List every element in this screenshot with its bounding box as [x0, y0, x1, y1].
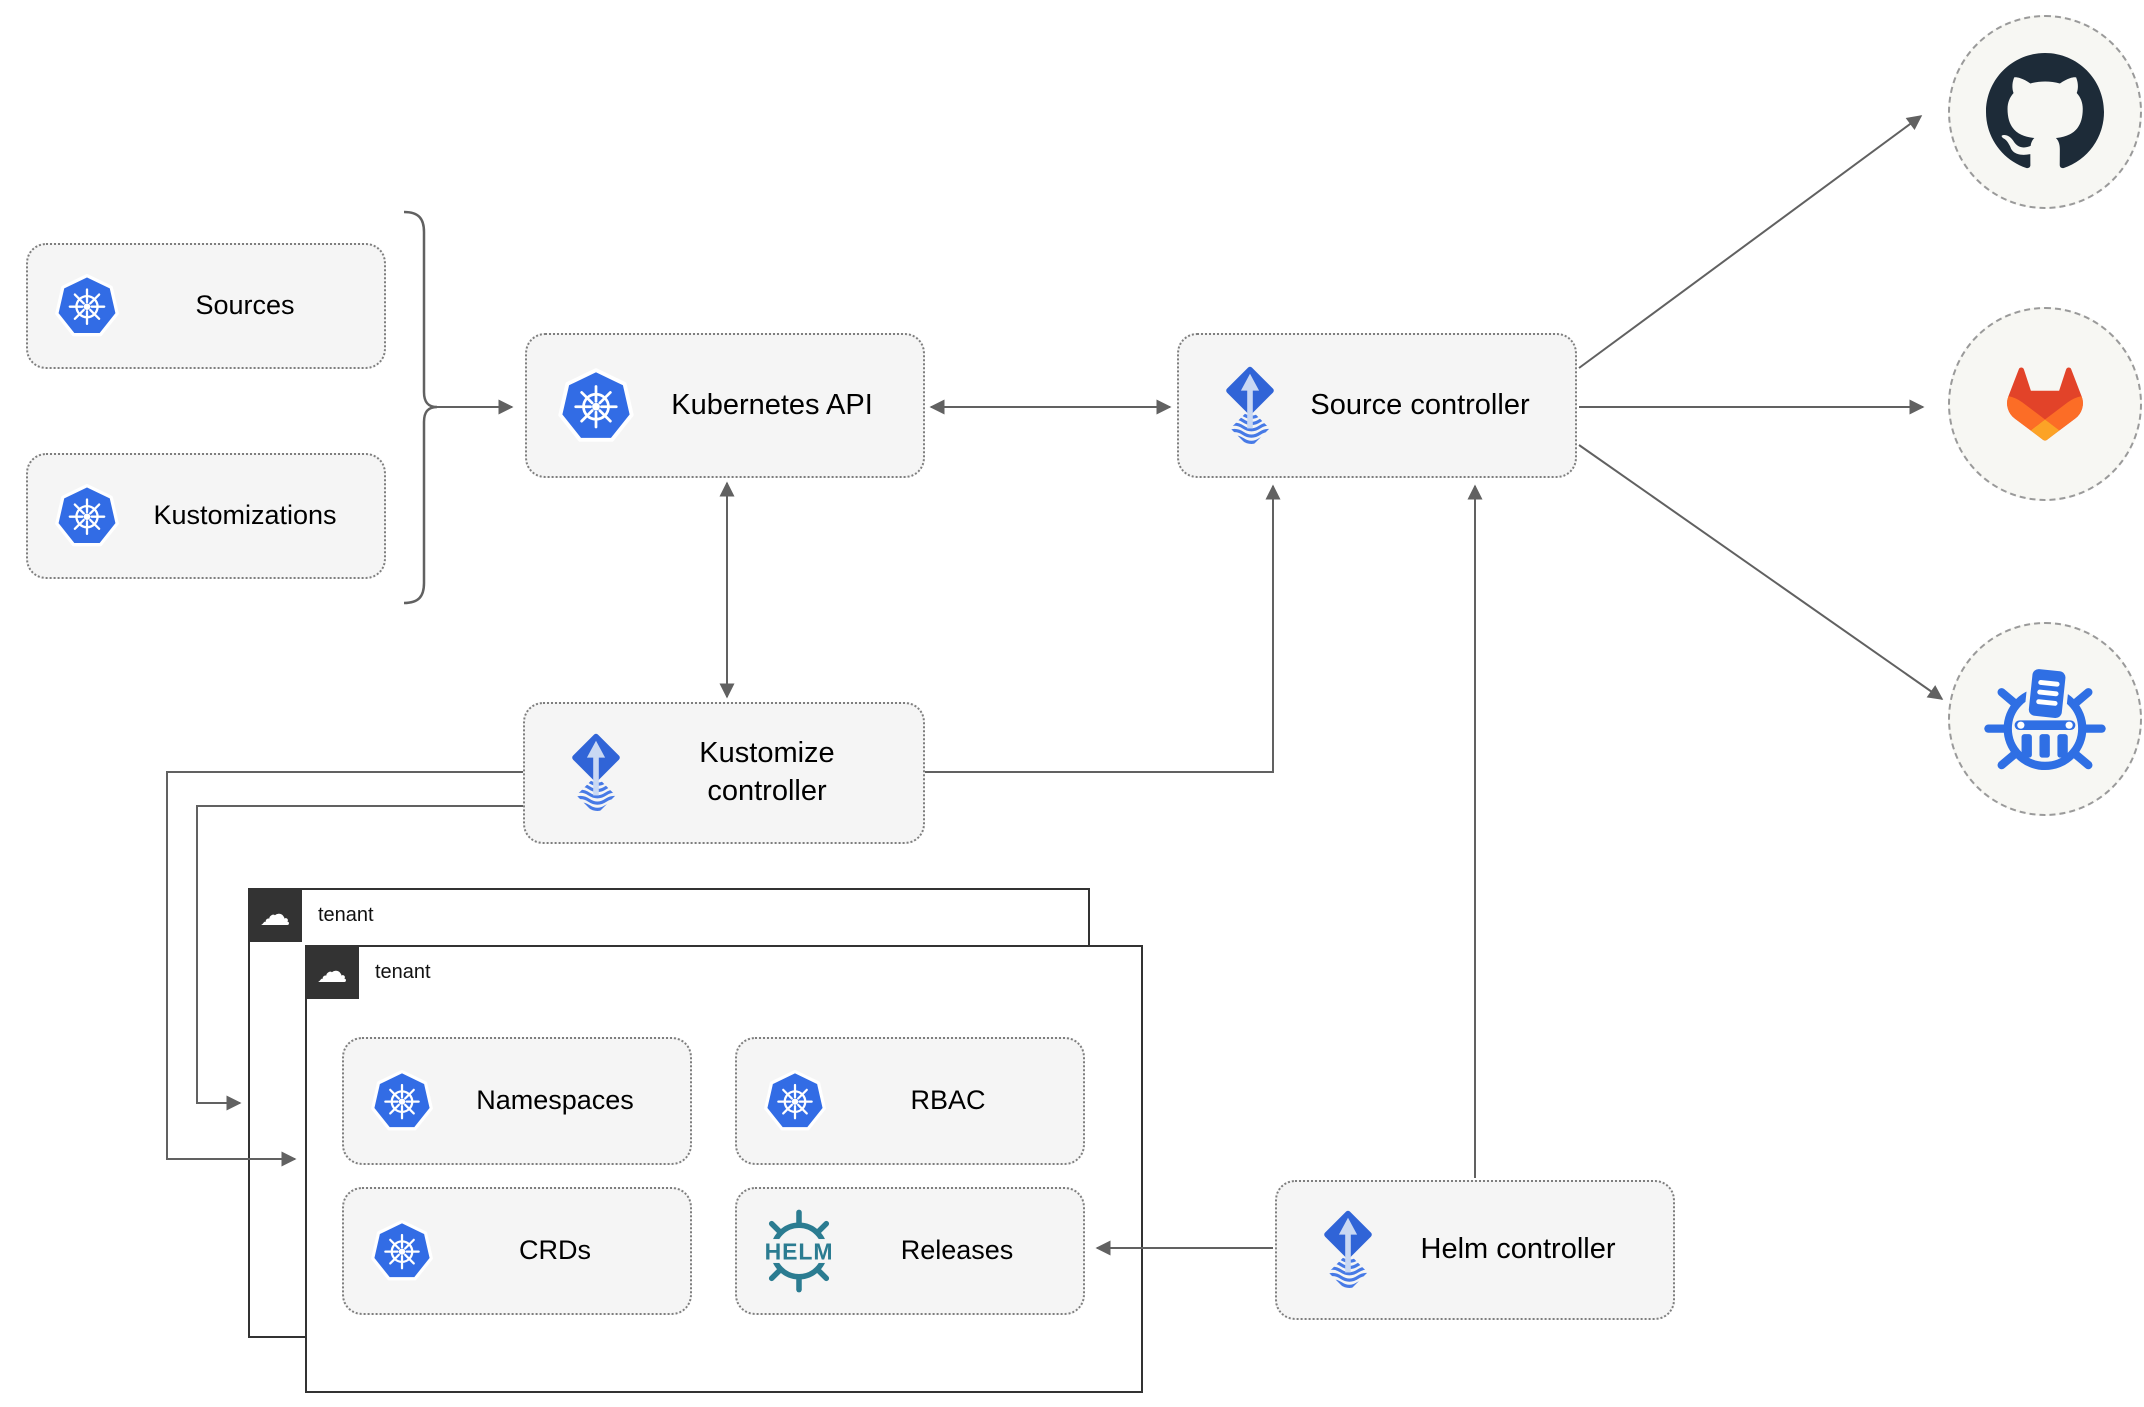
- node-kubernetes-api: Kubernetes API: [525, 333, 925, 478]
- external-gitlab: [1948, 307, 2142, 501]
- external-github: [1948, 15, 2142, 209]
- kubernetes-icon: [54, 483, 120, 549]
- node-label: Sources: [195, 290, 295, 321]
- tenant-label: tenant: [318, 904, 374, 926]
- node-source-controller: Source controller: [1177, 333, 1577, 478]
- github-icon: [1986, 53, 2104, 169]
- kubernetes-icon: [763, 1069, 827, 1133]
- node-sources: Sources: [26, 243, 386, 369]
- node-label: Source controller: [1310, 388, 1530, 421]
- node-kustomizations: Kustomizations: [26, 453, 386, 579]
- cloud-icon: ☁: [316, 953, 348, 990]
- flux-icon: [561, 731, 631, 815]
- helm-logo-text: HELM: [765, 1238, 834, 1264]
- external-chart-repository: [1948, 622, 2142, 816]
- tenant-corner-badge: ☁: [248, 888, 302, 942]
- kubernetes-icon: [370, 1219, 434, 1283]
- node-label: Releases: [900, 1235, 1014, 1266]
- edge-kustomize-to-source: [925, 484, 1281, 773]
- gitlab-icon: [2007, 367, 2083, 441]
- kubernetes-icon: [557, 367, 635, 445]
- kubernetes-icon: [370, 1069, 434, 1133]
- cloud-icon: ☁: [259, 896, 291, 933]
- tenant-group-inner: ☁ tenant Namespaces RBAC CRDs: [305, 945, 1143, 1393]
- flux-icon: [1313, 1208, 1383, 1292]
- helm-icon: HELM: [753, 1205, 845, 1297]
- tenant-corner-badge: ☁: [305, 945, 359, 999]
- kubernetes-icon: [54, 273, 120, 339]
- edge-source-to-github: [1578, 115, 1923, 369]
- node-label: Kubernetes API: [671, 388, 873, 421]
- tenant-label: tenant: [375, 961, 431, 983]
- chartmuseum-icon: [1976, 650, 2114, 788]
- node-label: Kustomize controller: [699, 737, 835, 807]
- node-crds: CRDs: [342, 1187, 692, 1315]
- node-label: CRDs: [519, 1235, 591, 1266]
- edge-source-to-chart-repository: [1578, 444, 1944, 700]
- node-label: Helm controller: [1420, 1233, 1616, 1266]
- node-helm-controller: Helm controller: [1275, 1180, 1675, 1320]
- node-label: Namespaces: [476, 1085, 634, 1116]
- node-label: RBAC: [910, 1085, 986, 1116]
- node-namespaces: Namespaces: [342, 1037, 692, 1165]
- node-label: Kustomizations: [153, 500, 337, 531]
- flux-icon: [1215, 364, 1285, 448]
- node-kustomize-controller: Kustomize controller: [523, 702, 925, 844]
- node-releases: HELM Releases: [735, 1187, 1085, 1315]
- brace-sources-group: [403, 210, 438, 605]
- node-rbac: RBAC: [735, 1037, 1085, 1165]
